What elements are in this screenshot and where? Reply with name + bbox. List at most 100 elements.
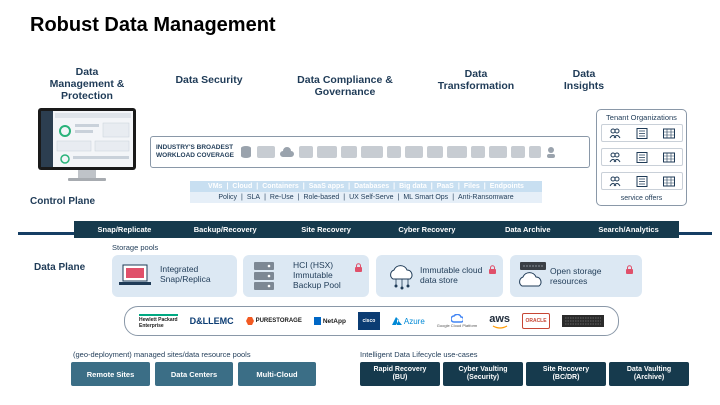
policy-item: Anti-Ransomware (458, 194, 514, 201)
workload-logo (427, 146, 443, 158)
policy-item: ML Smart Ops (403, 194, 449, 201)
workload-logo (387, 146, 401, 158)
policy-item: SLA (246, 194, 261, 201)
policy-item: UX Self-Serve (349, 194, 394, 201)
tenant-organizations-box: Tenant Organizations service offers (596, 109, 687, 206)
users-icon (609, 152, 621, 162)
function-backup-recovery: Backup/Recovery (193, 225, 257, 234)
checklist-icon (636, 151, 648, 163)
workload-logo (361, 146, 383, 158)
azure-logo-icon (391, 317, 402, 325)
pool-open-storage: Open storage resources (510, 255, 642, 297)
purestorage-logo-icon (245, 317, 254, 325)
site-data-centers: Data Centers (155, 362, 233, 386)
workload-logo (405, 146, 423, 158)
workload-logos (239, 142, 583, 162)
workload-logo (489, 146, 507, 158)
workload-logo (511, 146, 525, 158)
pool-label: Integrated Snap/Replica (160, 264, 211, 284)
vendor-cisco: cisco (362, 318, 376, 324)
tenant-row (601, 148, 683, 166)
checklist-icon (636, 127, 648, 139)
oracle-logo-box: ORACLE (522, 313, 551, 329)
usecase-cyber-vaulting: Cyber Vaulting (Security) (443, 362, 523, 386)
page-title: Robust Data Management (30, 14, 276, 36)
workload-logo (471, 146, 485, 158)
database-icon (241, 146, 251, 158)
function-search-analytics: Search/Analytics (598, 225, 659, 234)
function-bar: Snap/Replicate Backup/Recovery Site Reco… (74, 221, 679, 238)
users-icon (609, 128, 621, 138)
pool-label: HCI (HSX) Immutable Backup Pool (293, 260, 341, 290)
function-site-recovery: Site Recovery (301, 225, 351, 234)
vendor-strip: Hewlett Packard Enterprise D&LLEMC PURES… (124, 306, 619, 336)
workload-coverage-box: INDUSTRY'S BROADEST WORKLOAD COVERAGE (150, 136, 590, 168)
tenant-row (601, 124, 683, 142)
workload-logo (447, 146, 467, 158)
user-icon (547, 147, 555, 158)
lock-icon (489, 265, 496, 274)
service-item: Endpoints (489, 183, 524, 190)
pool-integrated-snap: Integrated Snap/Replica (112, 255, 237, 297)
vendor-oracle: ORACLE (525, 318, 547, 324)
function-snap-replicate: Snap/Replicate (97, 225, 152, 234)
storage-array-icon (519, 262, 546, 287)
workload-logo (299, 146, 313, 158)
service-item: Containers (262, 183, 299, 190)
data-plane-label: Data Plane (34, 262, 86, 273)
service-item: PaaS (436, 183, 454, 190)
usecase-rapid-recovery: Rapid Recovery (BU) (360, 362, 440, 386)
aws-smile-icon (492, 324, 507, 329)
lock-icon (355, 263, 362, 272)
pool-label: Immutable cloud data store (420, 265, 483, 285)
workload-logo (317, 146, 337, 158)
service-item: Files (463, 183, 480, 190)
workload-logo (257, 146, 275, 158)
control-plane-label: Control Plane (30, 196, 96, 207)
service-item: Databases (354, 183, 390, 190)
capability-data-transformation: Data Transformation (437, 68, 515, 92)
lifecycle-label: Intelligent Data Lifecycle use-cases (360, 350, 478, 359)
capability-data-insights: Data Insights (563, 68, 605, 92)
grid-icon (662, 128, 675, 138)
dashboard-monitor-image (38, 108, 136, 182)
service-item: SaaS apps (308, 183, 345, 190)
workload-logo (529, 146, 541, 158)
function-data-archive: Data Archive (504, 225, 551, 234)
usecase-site-recovery: Site Recovery (BC/DR) (526, 362, 606, 386)
server-icon (254, 262, 274, 290)
policy-item: Policy (218, 194, 238, 201)
workload-heading: INDUSTRY'S BROADEST WORKLOAD COVERAGE (156, 144, 234, 159)
vendor-aws: aws (489, 312, 511, 325)
site-remote-sites: Remote Sites (71, 362, 150, 386)
checklist-icon (636, 175, 648, 187)
gcp-logo-icon (451, 314, 464, 323)
vendor-netapp: NetApp (322, 317, 346, 325)
tenant-row (601, 172, 683, 190)
usecase-data-vaulting: Data Vaulting (Archive) (609, 362, 689, 386)
pool-label: Open storage resources (550, 266, 602, 286)
policy-item: Role-based (303, 194, 340, 201)
tenant-title: Tenant Organizations (606, 113, 677, 122)
capability-data-security: Data Security (175, 74, 243, 86)
capability-data-management: Data Management & Protection (49, 66, 125, 102)
pool-immutable-cloud: Immutable cloud data store (376, 255, 503, 297)
policy-bar: Policy| SLA| Re-Use| Role-based| UX Self… (190, 192, 542, 203)
lock-icon (626, 265, 633, 274)
geo-deployment-label: (geo-deployment) managed sites/data reso… (73, 350, 251, 359)
cloud-network-icon (390, 265, 413, 290)
cisco-logo-box: cisco (357, 312, 380, 330)
grid-icon (662, 152, 675, 162)
policy-item: Re-Use (269, 194, 294, 201)
netapp-logo-icon (313, 317, 321, 325)
users-icon (609, 176, 621, 186)
grid-icon (662, 176, 675, 186)
service-item: Big data (399, 183, 427, 190)
function-cyber-recovery: Cyber Recovery (398, 225, 456, 234)
storage-appliance-icon (562, 315, 604, 327)
cloud-icon (280, 147, 294, 157)
pool-hci-hsx: HCI (HSX) Immutable Backup Pool (243, 255, 369, 297)
service-item: Cloud (232, 183, 253, 190)
vendor-dellemc: D&LLEMC (189, 316, 234, 326)
vendor-purestorage: PURESTORAGE (255, 318, 302, 324)
